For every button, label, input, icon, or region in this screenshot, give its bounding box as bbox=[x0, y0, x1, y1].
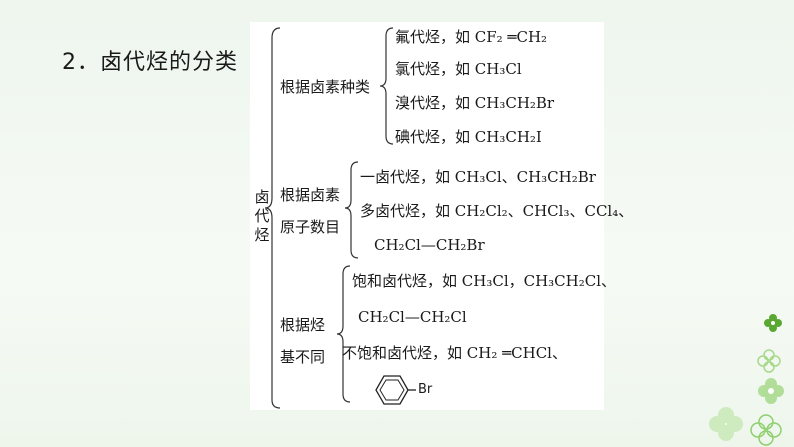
classification-board: 卤代烃 根据卤素种类 氟代烃，如 CF₂ ═CH₂ 氯代烃，如 CH₃Cl 溴代… bbox=[250, 22, 633, 410]
list-item: 一卤代烃，如 CH₃Cl、CH₃CH₂Br bbox=[360, 168, 596, 186]
group-label-hydrocarbon-base: 根据烃 bbox=[280, 316, 326, 334]
section-heading: 2．卤代烃的分类 bbox=[62, 50, 238, 75]
benzene-ring-icon bbox=[375, 375, 416, 405]
clover-flower-icon bbox=[764, 314, 782, 332]
root-label: 卤代烃 bbox=[254, 188, 270, 244]
list-item: 饱和卤代烃，如 CH₃Cl，CH₃CH₂Cl、 bbox=[352, 272, 617, 290]
clover-flower-icon bbox=[757, 349, 781, 373]
list-item: 氟代烃，如 CF₂ ═CH₂ bbox=[395, 28, 548, 46]
list-item: 多卤代烃，如 CH₂Cl₂、CHCl₃、CCl₄、 bbox=[360, 202, 634, 220]
group-label-atom-count-line2: 原子数目 bbox=[280, 218, 341, 236]
group-label-hydrocarbon-base-line2: 基不同 bbox=[280, 348, 326, 366]
group-label-halogen-type: 根据卤素种类 bbox=[280, 78, 371, 96]
clover-flower-icon bbox=[750, 414, 782, 446]
list-item: 碘代烃，如 CH₃CH₂I bbox=[395, 128, 542, 146]
list-item: CH₂Cl—CH₂Cl bbox=[358, 308, 467, 326]
list-item: CH₂Cl—CH₂Br bbox=[374, 236, 485, 254]
list-item: 氯代烃，如 CH₃Cl bbox=[395, 60, 522, 78]
bromine-label: Br bbox=[418, 382, 433, 397]
list-item: 不饱和卤代烃，如 CH₂ ═CHCl、 bbox=[342, 344, 567, 362]
clover-flower-icon bbox=[709, 407, 743, 441]
brace-lines bbox=[264, 27, 394, 409]
group-label-atom-count: 根据卤素 bbox=[280, 186, 341, 204]
clover-flower-icon bbox=[758, 378, 784, 404]
list-item: 溴代烃，如 CH₃CH₂Br bbox=[395, 94, 555, 112]
